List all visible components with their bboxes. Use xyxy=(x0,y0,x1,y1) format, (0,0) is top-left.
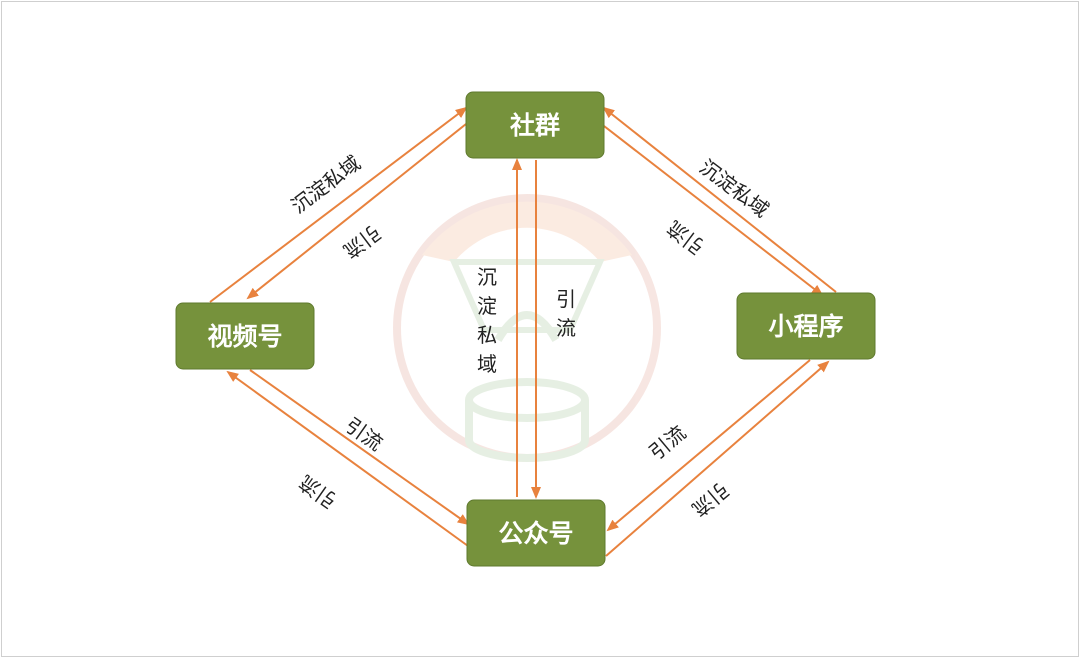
label-official-to-miniprogram: 引流 xyxy=(687,477,733,521)
svg-text:社群: 社群 xyxy=(510,111,560,140)
label-miniprogram-to-official: 引流 xyxy=(644,421,690,465)
label-community-to-miniprogram: 引流 xyxy=(663,216,709,259)
svg-text:私: 私 xyxy=(477,323,497,347)
watermark-logo xyxy=(393,194,661,462)
arrow-video-to-official xyxy=(249,369,470,526)
arrow-video-to-community xyxy=(209,106,468,303)
svg-text:小程序: 小程序 xyxy=(768,312,843,341)
arrow-community-to-miniprogram xyxy=(603,125,824,297)
svg-text:域: 域 xyxy=(477,352,497,376)
node-official-account: 公众号 xyxy=(466,499,606,567)
label-community-to-official: 引 流 xyxy=(556,287,576,340)
arrow-miniprogram-to-community xyxy=(602,106,837,293)
label-official-to-video: 引流 xyxy=(295,470,342,513)
svg-text:沉: 沉 xyxy=(477,265,497,289)
svg-text:引: 引 xyxy=(556,287,576,311)
arrow-community-to-video xyxy=(246,123,467,300)
node-community: 社群 xyxy=(465,91,605,159)
arrow-official-to-miniprogram xyxy=(605,360,830,557)
label-official-to-community: 沉 淀 私 域 xyxy=(477,265,497,376)
svg-text:公众号: 公众号 xyxy=(498,519,573,548)
svg-text:淀: 淀 xyxy=(477,294,497,318)
label-video-to-community: 沉淀私域 xyxy=(287,151,365,218)
label-community-to-video: 引流 xyxy=(339,220,385,263)
node-video-account: 视频号 xyxy=(175,302,315,370)
arrow-miniprogram-to-official xyxy=(606,359,811,532)
node-mini-program: 小程序 xyxy=(736,292,876,360)
arrow-official-to-video xyxy=(226,370,469,547)
label-video-to-official: 引流 xyxy=(341,413,388,456)
svg-text:流: 流 xyxy=(556,316,576,340)
svg-text:视频号: 视频号 xyxy=(207,322,282,351)
